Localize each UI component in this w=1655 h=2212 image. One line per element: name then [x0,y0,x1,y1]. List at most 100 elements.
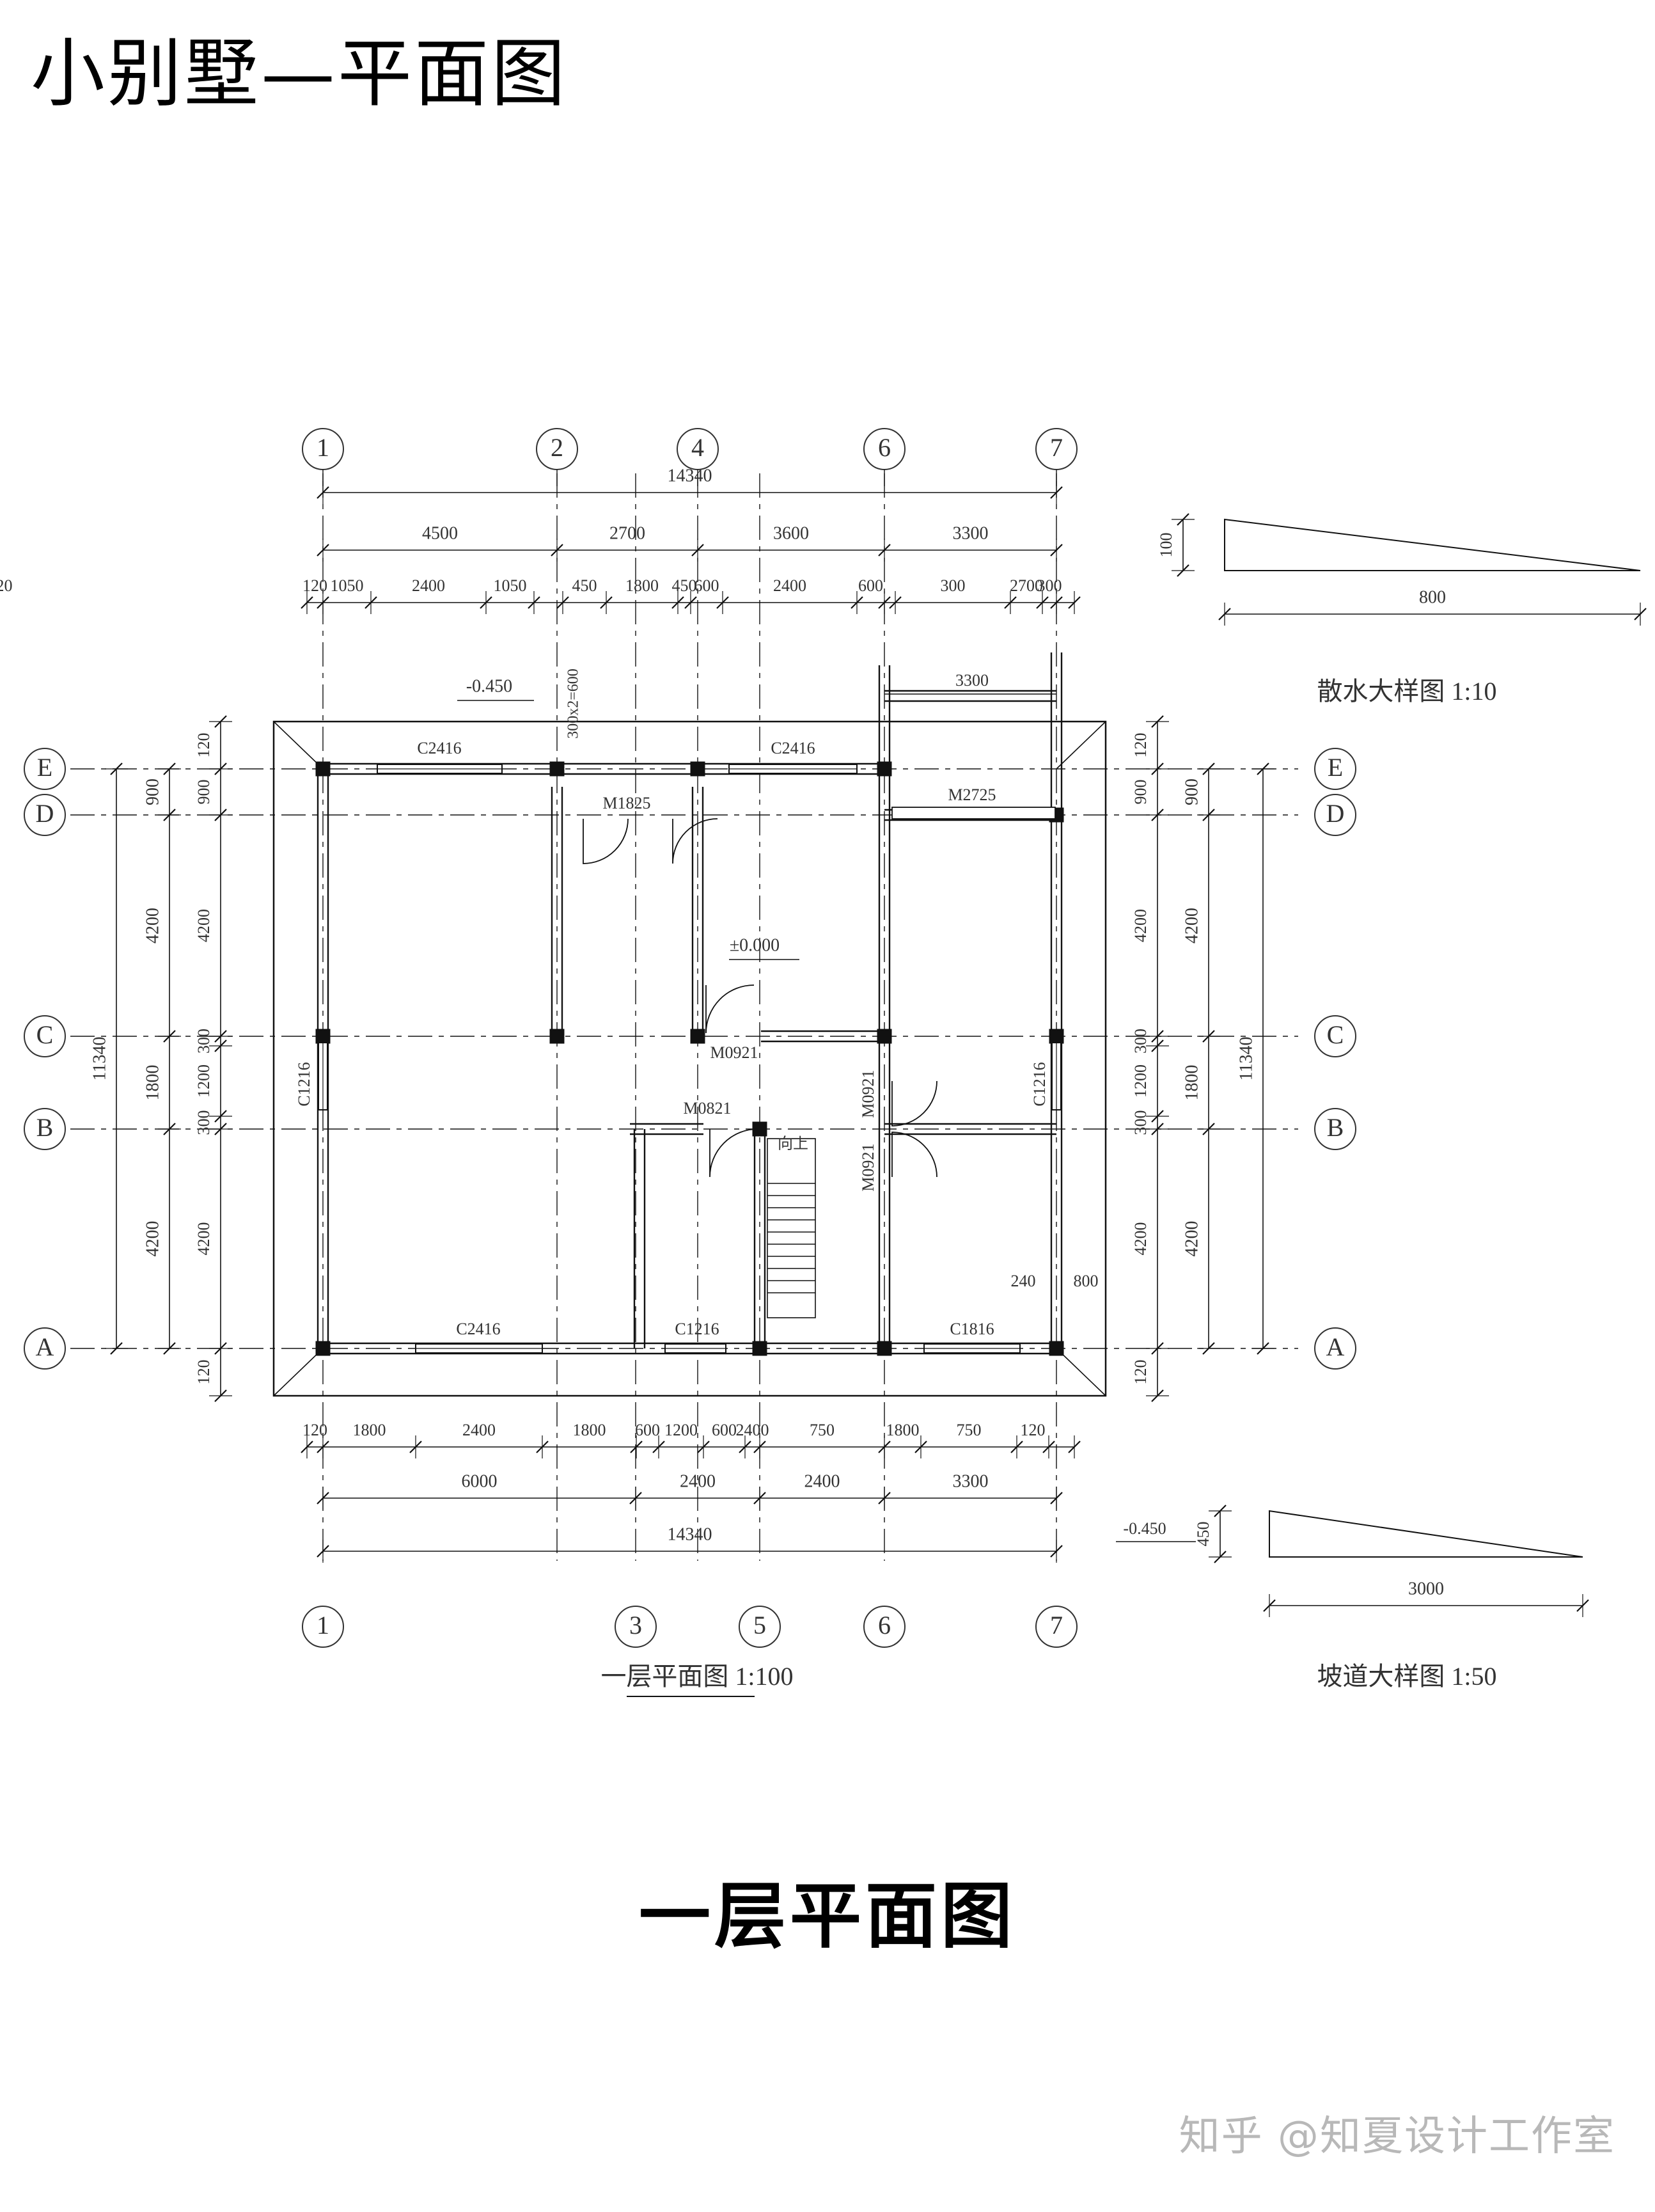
dim-left-spans-label: 4200 [143,908,162,944]
ramp-level: -0.450 [1123,1519,1166,1538]
dim-bottom-details-label: 1200 [664,1421,698,1439]
dim-left-spans-label: 1800 [143,1065,162,1101]
dim-left-inner-label: 4200 [194,1222,213,1256]
dim-left-spans-label: 900 [143,778,162,805]
dim-note: 300x2=600 [565,668,582,739]
column [549,1029,565,1044]
grid-bubble-bottom-label: 1 [317,1611,329,1639]
dim-left-inner-label: 120 [194,1360,213,1385]
window-tag: C2416 [456,1320,500,1338]
dim-bottom-details-label: 750 [957,1421,982,1439]
dim-left-inner-label: 4200 [194,909,213,942]
dim-ramp-length-label: 3000 [1408,1579,1444,1599]
grid-bubble-left-label: D [36,799,54,828]
door-m0821 [709,1128,758,1178]
dim-top-details-label: 2700 [1010,576,1043,595]
column [690,1029,705,1044]
outside-level: -0.450 [466,676,512,696]
grid-bubble-top-label: 6 [878,433,891,462]
grid-bubble-left-label: C [36,1020,54,1049]
dim-right-inner-label: 4200 [1131,909,1150,942]
grid-bubble-bottom-label: 6 [878,1611,891,1639]
column [1049,1029,1064,1044]
window-tag: C2416 [771,739,815,757]
grid-bubble-left [24,1015,66,1057]
grid-bubble-bottom-label: 3 [629,1611,642,1639]
dim-bottom-details-label: 600 [712,1421,737,1439]
apron-detail-title: 散水大样图 1:10 [1317,677,1496,706]
grid-bubble-right [1314,1108,1356,1150]
grid-bubble-right [1314,794,1356,836]
dim-top-spans-label: 3300 [953,523,989,543]
apron-corner [273,1348,324,1396]
window-tag: C2416 [417,739,461,757]
stair-outline [767,1138,816,1318]
window-tag: C1816 [950,1320,994,1338]
plan-title: 一层平面图 1:100 [600,1662,793,1691]
dim-note: 3300 [955,671,989,690]
dim-right-inner-label: 1200 [1131,1064,1150,1098]
page-title: 小别墅—平面图 [31,31,568,117]
door-tag: M0921 [859,1070,877,1118]
grid-bubble-bottom [1035,1606,1078,1648]
floor-level: ±0.000 [730,935,780,955]
column [877,1029,892,1044]
column [315,1029,331,1044]
dim-right-total-label: 11340 [1236,1037,1256,1081]
dim-top-spans-label: 3600 [773,523,809,543]
column [690,761,705,777]
dim-right-spans-label: 4200 [1182,1221,1202,1257]
plan-caption: 一层平面图 [639,1875,1016,1958]
grid-bubble-bottom [302,1606,344,1648]
dim-left-spans-label: 4200 [143,1221,162,1257]
column [752,1341,767,1356]
dim-left-total-label: 11340 [90,1037,109,1081]
dim-right-inner-label: 300 [1131,1029,1150,1054]
door-m1825 [583,818,629,864]
dim-top-details-label: 300 [1037,576,1062,595]
dim-bottom-details-label: 2400 [736,1421,769,1439]
grid-bubble-left-label: E [37,753,52,782]
grid-bubble-left-label: A [36,1332,54,1361]
dim-bottom-details-label: 120 [302,1421,327,1439]
column [315,1341,331,1356]
door-m0921 [705,984,755,1034]
door-m0921 [891,1080,937,1126]
grid-bubble-right [1314,1015,1356,1057]
door-m2725 [891,807,1056,819]
dim-bottom-details-label: 1800 [886,1421,920,1439]
dim-bottom-details-label: 120 [1021,1421,1046,1439]
dim-right-inner-label: 4200 [1131,1222,1150,1256]
dim-top-details-label: 600 [858,576,883,595]
ramp-detail-title: 坡道大样图 1:50 [1317,1662,1496,1691]
grid-bubble-top-label: 4 [691,433,704,462]
dim-top-details-label: 1050 [494,576,527,595]
stair-label: 向上 [778,1135,808,1153]
window-tag: C1216 [1030,1062,1049,1106]
grid-bubble-right [1314,748,1356,790]
door-tag: M1825 [602,794,650,812]
door-m0921 [891,1132,937,1178]
column [549,761,565,777]
dim-bottom-total-label: 14340 [668,1524,712,1544]
grid-bubble-top-label: 1 [317,433,329,462]
dim-top-details-label: 450 [672,576,697,595]
dim-left-inner-label: 300 [194,1110,213,1135]
door-m1825 [672,818,718,864]
dim-top-details-label: 300 [941,576,966,595]
grid-bubble-bottom [739,1606,781,1648]
dim-bottom-details-label: 750 [810,1421,835,1439]
dim-right-inner-label: 120 [1131,1360,1150,1385]
apron-corner [273,721,324,770]
grid-bubble-left [24,794,66,836]
column [877,761,892,777]
dim-top-total-label: 14340 [668,466,712,486]
drawing-lines [24,428,1647,1697]
dim-apron-height-label: 100 [1157,533,1175,558]
grid-bubble-left [24,1327,66,1370]
dim-bottom-details-label: 1800 [353,1421,386,1439]
column [315,761,331,777]
dim-top-details-label: 2400 [773,576,806,595]
dim-right-inner-label: 900 [1131,780,1150,805]
